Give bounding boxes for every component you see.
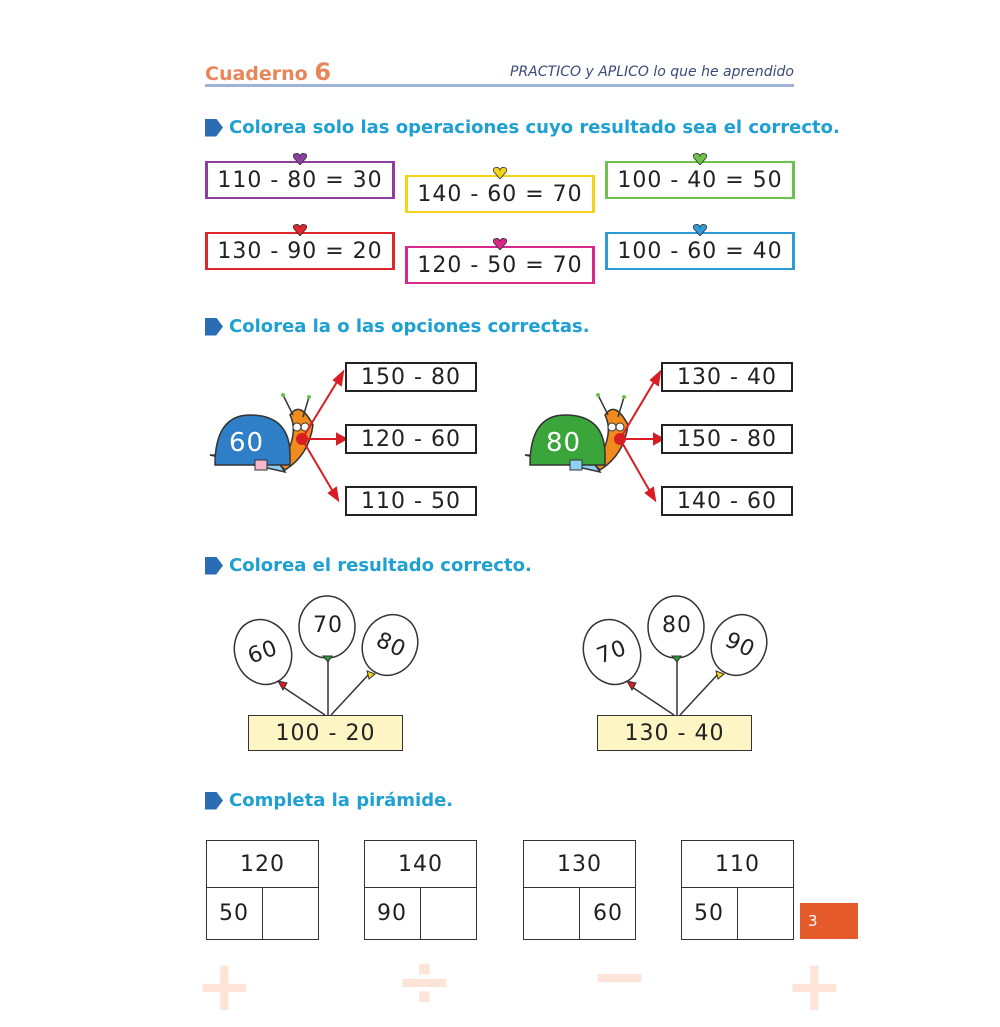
- section3-heading-text: Colorea el resultado correcto.: [229, 555, 532, 576]
- operation-box-5[interactable]: 120 - 50 = 70: [405, 238, 595, 284]
- balloon-3[interactable]: [352, 605, 425, 684]
- pyramid-4-top: 110: [682, 841, 793, 888]
- bg-plus-symbol: +: [195, 945, 254, 1027]
- operation-text: 110 - 80 = 30: [217, 167, 383, 193]
- page-number-tab: 3: [800, 903, 858, 939]
- pyramid-3-left[interactable]: [524, 888, 580, 939]
- snail-shell: [529, 414, 606, 466]
- section3-heading: Colorea el resultado correcto.: [205, 555, 532, 576]
- balloon-left-2-label: 70: [313, 613, 343, 638]
- bg-divide-symbol: ÷: [395, 940, 454, 1022]
- section1-heading: Colorea solo las operaciones cuyo result…: [205, 117, 840, 138]
- pyramid-4: 110 50: [681, 840, 794, 940]
- heart-icon: [493, 238, 507, 250]
- operation-box-6[interactable]: 100 - 60 = 40: [605, 224, 795, 270]
- snail-right-option-1[interactable]: 130 - 40: [661, 362, 793, 392]
- pyramid-2-right[interactable]: [421, 888, 476, 939]
- snail-left-value: 60: [229, 428, 265, 458]
- operation-box-4[interactable]: 130 - 90 = 20: [205, 224, 395, 270]
- pyramid-2-top: 140: [365, 841, 476, 888]
- notebook-number: 6: [314, 58, 332, 86]
- pyramid-1-right[interactable]: [263, 888, 318, 939]
- pyramid-1-left[interactable]: 50: [207, 888, 263, 939]
- snail-right-value: 80: [546, 428, 582, 458]
- heading-arrow-icon: [205, 556, 223, 575]
- heart-icon: [493, 167, 507, 179]
- pyramid-3-right[interactable]: 60: [593, 901, 623, 926]
- balloon-1[interactable]: [574, 611, 649, 692]
- section2-heading-text: Colorea la o las opciones correctas.: [229, 316, 590, 337]
- heading-arrow-icon: [205, 317, 223, 336]
- snail-shell: [214, 414, 291, 466]
- bg-minus-symbol: −: [590, 935, 649, 1017]
- pyramid-4-right[interactable]: [738, 888, 793, 939]
- snail-right-option-3[interactable]: 140 - 60: [661, 486, 793, 516]
- pyramid-3: 130 60: [523, 840, 636, 940]
- section1-heading-text: Colorea solo las operaciones cuyo result…: [229, 117, 840, 138]
- section4-heading: Completa la pirámide.: [205, 790, 453, 811]
- balloon-3[interactable]: [701, 605, 774, 684]
- header-divider: [205, 84, 794, 87]
- pyramid-4-left[interactable]: 50: [682, 888, 738, 939]
- snail-left-option-2[interactable]: 120 - 60: [345, 424, 477, 454]
- snail-left-option-3[interactable]: 110 - 50: [345, 486, 477, 516]
- heart-icon: [293, 153, 307, 165]
- pyramid-3-top: 130: [524, 841, 635, 888]
- snail-right-option-2[interactable]: 150 - 80: [661, 424, 793, 454]
- operation-text: 120 - 50 = 70: [417, 252, 583, 278]
- balloon-right-2-label: 80: [662, 613, 692, 638]
- snail-right-graphic: [524, 369, 666, 503]
- section2-heading: Colorea la o las opciones correctas.: [205, 316, 590, 337]
- operation-box-2[interactable]: 140 - 60 = 70: [405, 167, 595, 213]
- notebook-title-word: Cuaderno: [205, 63, 308, 85]
- pyramid-2: 140 90: [364, 840, 477, 940]
- balloons-right-operation: 130 - 40: [597, 715, 752, 751]
- bg-plus-symbol-2: +: [785, 945, 844, 1027]
- balloon-1[interactable]: [225, 611, 300, 692]
- heart-icon: [693, 224, 707, 236]
- heading-arrow-icon: [205, 118, 223, 137]
- operation-text: 100 - 60 = 40: [617, 238, 783, 264]
- balloons-right-graphic: [574, 595, 774, 716]
- snail-left-graphic: [209, 369, 349, 503]
- operation-text: 130 - 90 = 20: [217, 238, 383, 264]
- balloons-left-operation: 100 - 20: [248, 715, 403, 751]
- section4-heading-text: Completa la pirámide.: [229, 790, 454, 811]
- header-subtitle: PRACTICO y APLICO lo que he aprendido: [510, 64, 794, 80]
- operation-text: 140 - 60 = 70: [417, 181, 583, 207]
- heart-icon: [293, 224, 307, 236]
- pyramid-1-top: 120: [207, 841, 318, 888]
- heart-icon: [693, 153, 707, 165]
- operation-box-3[interactable]: 100 - 40 = 50: [605, 153, 795, 199]
- notebook-title: Cuaderno 6: [205, 58, 331, 86]
- operation-box-1[interactable]: 110 - 80 = 30: [205, 153, 395, 199]
- snail-left-option-1[interactable]: 150 - 80: [345, 362, 477, 392]
- heading-arrow-icon: [205, 791, 223, 810]
- pyramid-1: 120 50: [206, 840, 319, 940]
- pyramid-2-left[interactable]: 90: [365, 888, 421, 939]
- operation-text: 100 - 40 = 50: [617, 167, 783, 193]
- balloons-left-graphic: [225, 595, 425, 716]
